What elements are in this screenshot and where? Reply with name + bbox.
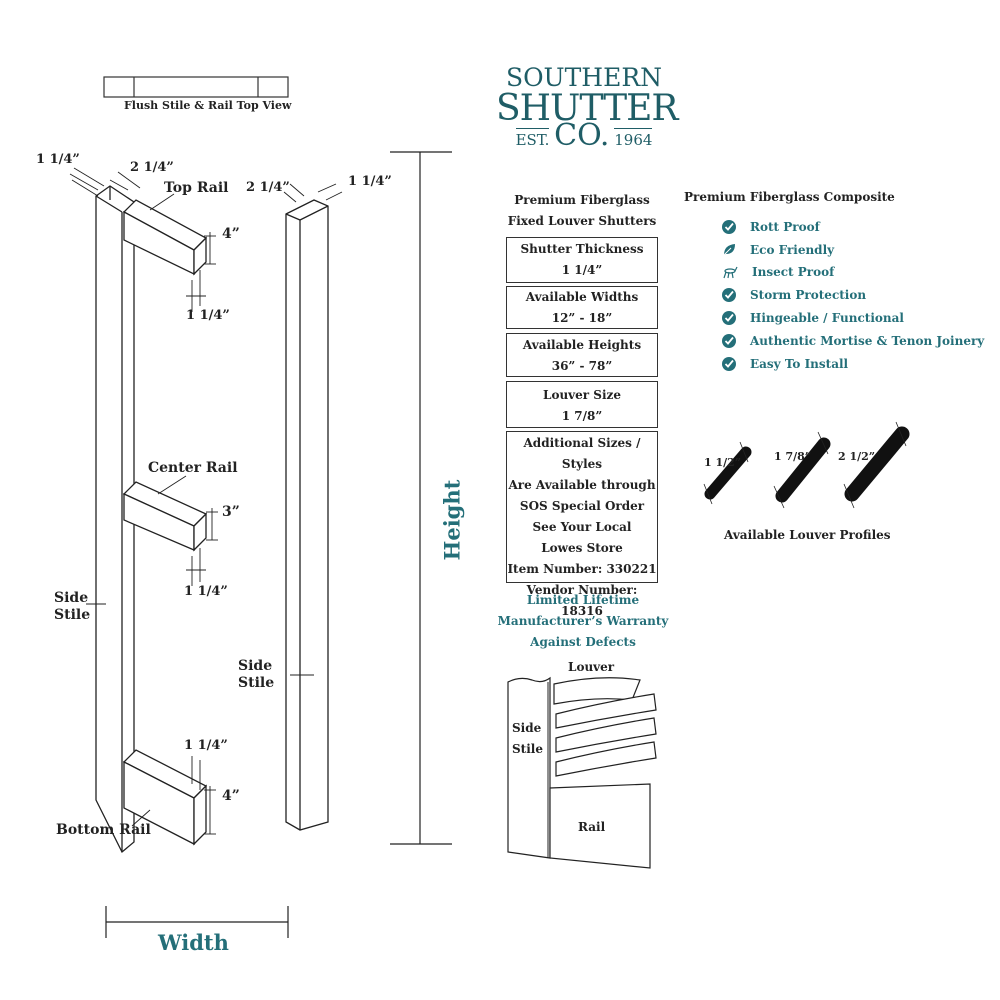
additional-line-2: Are Available through: [508, 478, 656, 492]
additional-line-7: Vendor Number: 18316: [526, 583, 638, 618]
side-profile-stile-line2: Stile: [238, 675, 275, 691]
feature-mortise-tenon: Authentic Mortise & Tenon Joinery: [722, 331, 984, 351]
spec-louver-value: 1 7/8”: [561, 409, 603, 423]
louver-detail-diagram: [507, 676, 657, 869]
logo-year: 1964: [614, 128, 653, 149]
profile-1-label: 1 1/2”: [704, 456, 742, 469]
width-label: Width: [158, 930, 229, 955]
check-circle-icon: [722, 334, 736, 348]
spec-box-additional: Additional Sizes / Styles Are Available …: [506, 431, 658, 618]
detail-stile-line2: Stile: [512, 742, 543, 756]
check-circle-icon: [722, 357, 736, 371]
warranty-line-2: Manufacturer’s Warranty: [497, 614, 669, 628]
spec-widths-label: Available Widths: [525, 290, 639, 304]
composite-title: Premium Fiberglass Composite: [684, 190, 895, 204]
profiles-caption: Available Louver Profiles: [724, 528, 891, 542]
feature-text: Eco Friendly: [750, 243, 835, 257]
dim-gap-center-label: 1 1/4”: [184, 584, 228, 599]
side-dim-b-label: 1 1/4”: [348, 174, 392, 189]
logo-line1: SOUTHERN: [505, 63, 663, 92]
warranty-line-3: Against Defects: [530, 635, 636, 649]
feature-easy-install: Easy To Install: [722, 354, 848, 374]
spec-heights-value: 36” - 78”: [551, 359, 613, 373]
feature-text: Rott Proof: [750, 220, 820, 234]
dim-gap-bottom-label: 1 1/4”: [184, 738, 228, 753]
dim-top-label: 2 1/4”: [130, 160, 174, 175]
dim-top-rail-height-label: 4”: [222, 226, 240, 242]
product-title-line2: Fixed Louver Shutters: [507, 214, 657, 228]
feature-text: Hingeable / Functional: [750, 311, 904, 325]
spec-widths-value: 12” - 18”: [551, 311, 613, 325]
check-circle-icon: [722, 311, 736, 325]
top-view-diagram: [103, 76, 289, 98]
side-stile-label: Side Stile: [54, 590, 90, 624]
height-label-wrap: Height: [412, 480, 492, 561]
additional-line-3: SOS Special Order: [519, 499, 645, 513]
center-rail-label: Center Rail: [148, 460, 238, 476]
side-stile-label-line1: Side: [54, 590, 89, 606]
top-view-label: Flush Stile & Rail Top View: [124, 99, 292, 112]
leaf-icon: [722, 244, 735, 257]
spec-box-heights: Available Heights 36” - 78”: [506, 333, 658, 377]
logo-line3: EST. CO. 1964: [496, 121, 672, 151]
side-dim-a-label: 2 1/4”: [246, 180, 290, 195]
top-rail-label: Top Rail: [164, 180, 229, 196]
bottom-rail-label: Bottom Rail: [56, 822, 151, 838]
additional-line-5: Lowes Store: [541, 541, 623, 555]
profile-3-label: 2 1/2”: [838, 450, 876, 463]
spec-box-widths: Available Widths 12” - 18”: [506, 286, 658, 329]
side-shutter-diagram: [283, 151, 452, 845]
feature-eco-friendly: Eco Friendly: [722, 240, 834, 260]
feature-text: Insect Proof: [752, 265, 835, 279]
side-stile-label-line2: Stile: [54, 607, 91, 623]
spec-thickness-value: 1 1/4”: [561, 263, 603, 277]
southern-shutter-logo: SOUTHERN SHUTTER EST. CO. 1964: [496, 63, 678, 151]
spec-louver-label: Louver Size: [543, 388, 621, 402]
logo-line2: SHUTTER: [496, 88, 678, 129]
logo-est: EST.: [515, 128, 550, 149]
product-title: Premium Fiberglass Fixed Louver Shutters: [506, 190, 658, 232]
feature-rott-proof: Rott Proof: [722, 217, 820, 237]
dim-left-label: 1 1/4”: [36, 152, 80, 167]
feature-storm-protection: Storm Protection: [722, 285, 866, 305]
detail-rail-label: Rail: [578, 820, 606, 834]
additional-line-4: See Your Local: [532, 520, 632, 534]
detail-stile-line1: Side: [512, 721, 542, 735]
dim-gap-top-label: 1 1/4”: [186, 308, 230, 323]
louver-profiles-diagram: [703, 421, 910, 509]
additional-line-1: Additional Sizes / Styles: [523, 436, 641, 471]
spec-heights-label: Available Heights: [522, 338, 642, 352]
warranty-text: Limited Lifetime Manufacturer’s Warranty…: [496, 590, 670, 653]
detail-stile-label: Side Stile: [512, 718, 543, 760]
logo-co: CO.: [554, 118, 610, 153]
detail-louver-label: Louver: [568, 660, 615, 674]
feature-insect-proof: Insect Proof: [722, 262, 834, 282]
spec-thickness-label: Shutter Thickness: [520, 242, 644, 256]
front-shutter-diagram: [69, 167, 289, 938]
side-profile-stile-label: Side Stile: [238, 658, 274, 692]
additional-line-6: Item Number: 330221: [507, 562, 657, 576]
spec-box-thickness: Shutter Thickness 1 1/4”: [506, 237, 658, 283]
dim-bottom-rail-height-label: 4”: [222, 788, 240, 804]
feature-text: Authentic Mortise & Tenon Joinery: [750, 334, 985, 348]
product-title-line1: Premium Fiberglass: [514, 193, 650, 207]
dim-center-rail-height-label: 3”: [222, 504, 240, 520]
feature-text: Storm Protection: [750, 288, 867, 302]
check-circle-icon: [722, 288, 736, 302]
height-label: Height: [439, 479, 465, 561]
side-profile-stile-line1: Side: [238, 658, 273, 674]
feature-text: Easy To Install: [750, 357, 849, 371]
insect-icon: [723, 266, 738, 279]
profile-2-label: 1 7/8”: [774, 450, 812, 463]
feature-hingeable: Hingeable / Functional: [722, 308, 904, 328]
warranty-line-1: Limited Lifetime: [526, 593, 640, 607]
check-circle-icon: [722, 220, 736, 234]
spec-box-louver-size: Louver Size 1 7/8”: [506, 381, 658, 428]
